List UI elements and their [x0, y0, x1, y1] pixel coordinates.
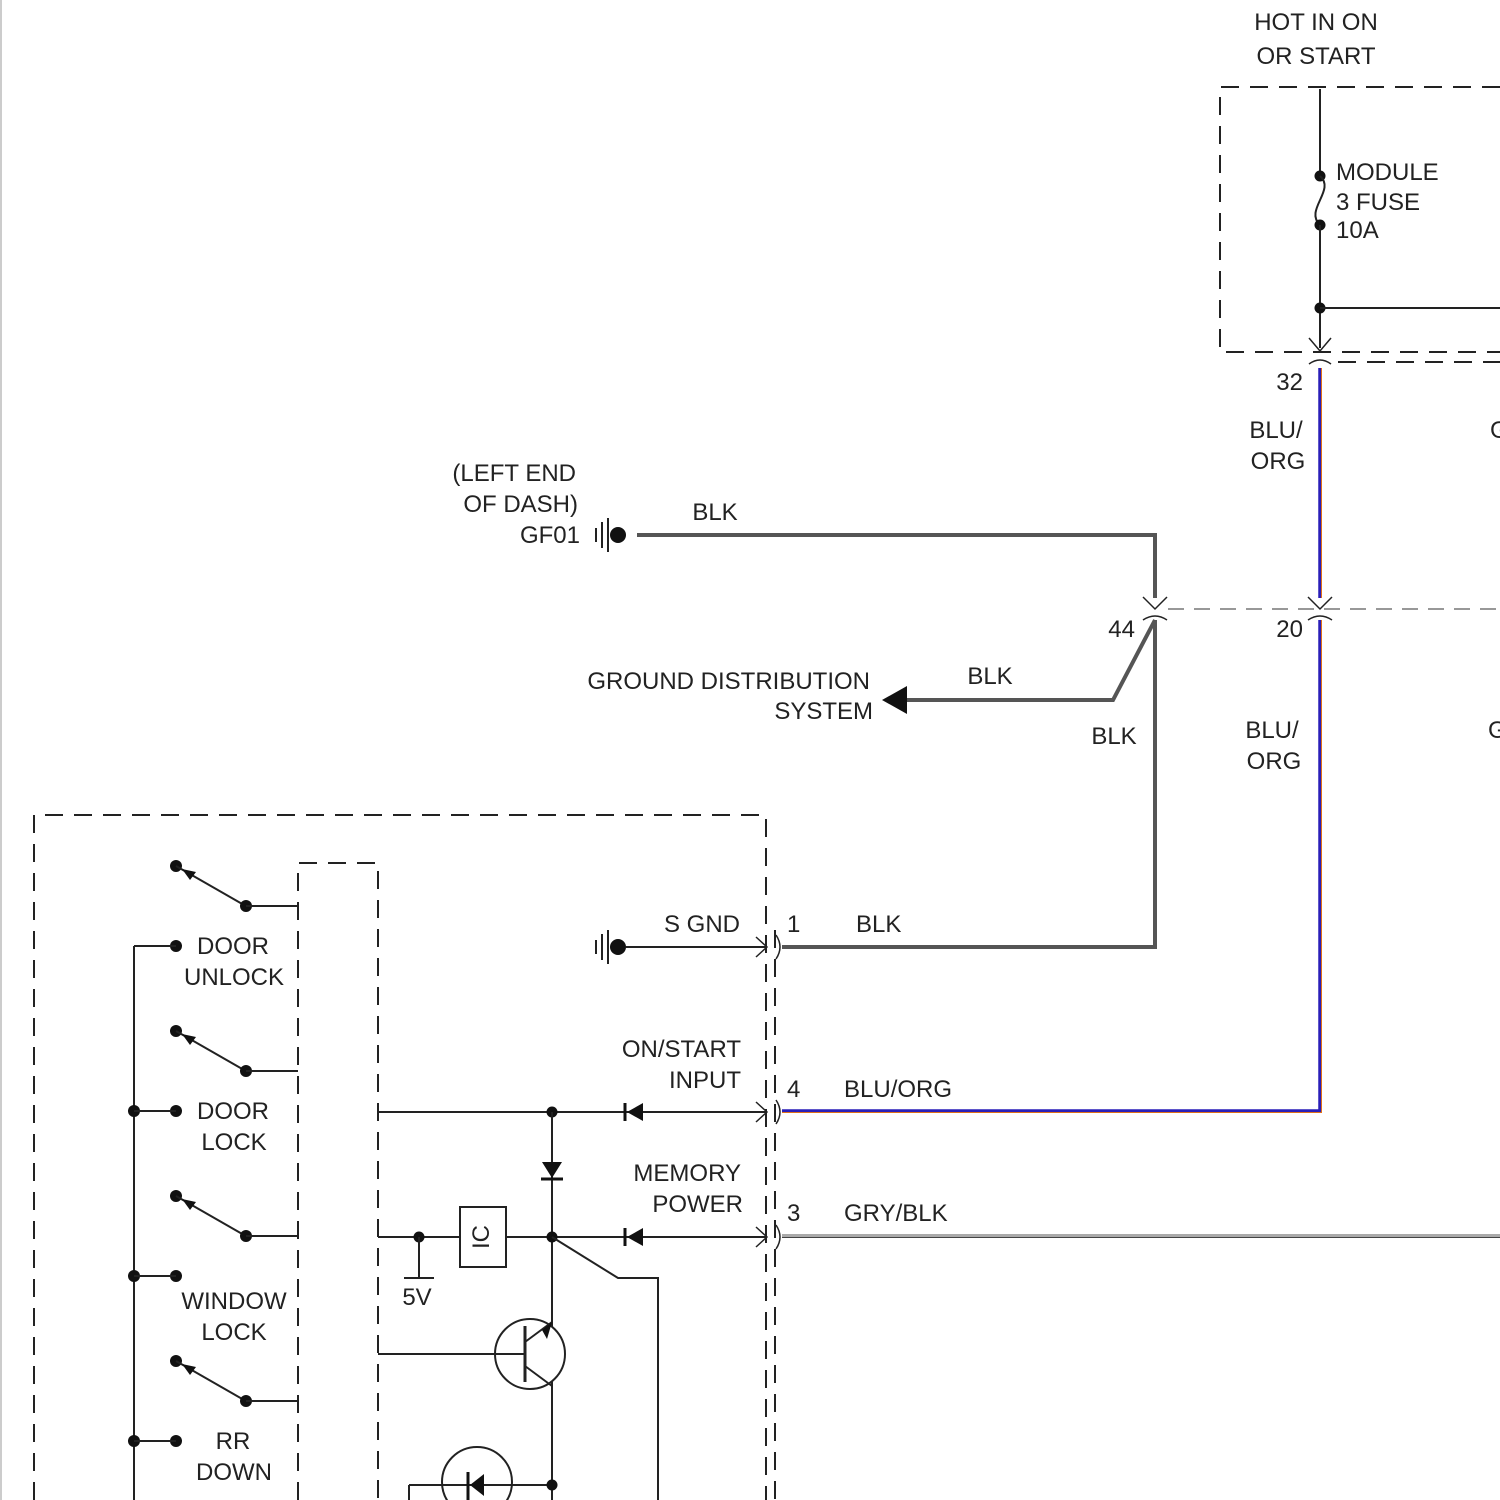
wire-label-blu-org-lower-2: ORG: [1247, 748, 1302, 775]
connector-32-label: 32: [1276, 369, 1303, 396]
fuse-box-header-line2: OR START: [1256, 43, 1375, 70]
component-bottom-icon: [442, 1447, 512, 1500]
ground-distribution-line2: SYSTEM: [774, 698, 873, 725]
wire-blk-gf01: [637, 535, 1155, 598]
switch-door-unlock-label-2: UNLOCK: [184, 964, 284, 991]
module: S GND 1 BLK ON/START INPUT 4 BLU/ORG MEM…: [34, 815, 952, 1500]
wire-label-blk-gnd-dist: BLK: [967, 663, 1012, 690]
ground-gf01: (LEFT END OF DASH) GF01: [452, 460, 626, 552]
switch-rr-down-label-2: DOWN: [196, 1459, 272, 1486]
fuse-element: [1315, 176, 1324, 225]
switch-block-outline: [298, 863, 378, 1500]
fuse-label-line1: MODULE: [1336, 159, 1439, 186]
fuse-label-line3: 10A: [1336, 217, 1379, 244]
wire-label-edge-lower: G: [1488, 717, 1500, 744]
switch-door-lock: DOOR LOCK: [128, 1025, 298, 1156]
switch-door-unlock: DOOR UNLOCK: [134, 860, 298, 991]
ground-distribution-arrow-icon: [882, 686, 907, 714]
ic-label: IC: [468, 1225, 495, 1249]
connector-20-label: 20: [1276, 616, 1303, 643]
ground-id: GF01: [520, 522, 580, 549]
switch-door-unlock-label-1: DOOR: [197, 933, 269, 960]
ground-symbol-icon: [596, 518, 626, 552]
s-gnd-ground-icon: [596, 930, 626, 964]
on-start-label-1: ON/START: [622, 1036, 741, 1063]
diode-memory-icon: [627, 1228, 643, 1246]
fuse-box: HOT IN ON OR START MODULE 3 FUSE 10A: [1220, 9, 1500, 352]
memory-power-label-2: POWER: [652, 1191, 743, 1218]
diode-on-start-icon: [627, 1103, 643, 1121]
wire-label-pin4: BLU/ORG: [844, 1076, 952, 1103]
switch-window-lock-label-2: LOCK: [201, 1319, 266, 1346]
ground-distribution-line1: GROUND DISTRIBUTION: [587, 668, 870, 695]
switch-window-lock-label-1: WINDOW: [181, 1288, 287, 1315]
wire-label-blk-top: BLK: [692, 499, 737, 526]
connector-20: 20: [1276, 597, 1332, 643]
connector-44-label: 44: [1108, 616, 1135, 643]
switch-window-lock: WINDOW LOCK: [128, 1190, 298, 1346]
ground-location-line2: OF DASH): [463, 491, 578, 518]
wire-label-blu-org-upper-1: BLU/: [1249, 417, 1303, 444]
wire-label-pin1: BLK: [856, 911, 901, 938]
wire-label-blu-org-upper-2: ORG: [1251, 448, 1306, 475]
pin-3-label: 3: [787, 1200, 800, 1227]
pin-4-label: 4: [787, 1076, 800, 1103]
pin-1-label: 1: [787, 911, 800, 938]
module-outline: [34, 815, 766, 1500]
switch-door-lock-label-1: DOOR: [197, 1098, 269, 1125]
5v-label: 5V: [402, 1284, 431, 1311]
switch-rr-down: RR DOWN: [128, 1355, 298, 1486]
wire-label-pin3: GRY/BLK: [844, 1200, 948, 1227]
wire-label-blk-vertical: BLK: [1091, 723, 1136, 750]
connector-44: 44: [1108, 597, 1167, 643]
wire-label-blu-org-lower-1: BLU/: [1245, 717, 1299, 744]
connector-32: 32: [1276, 338, 1500, 396]
fuse-label-line2: 3 FUSE: [1336, 189, 1420, 216]
ground-location-line1: (LEFT END: [452, 460, 576, 487]
on-start-label-2: INPUT: [669, 1067, 741, 1094]
wire-label-edge-upper: G: [1490, 417, 1500, 444]
switch-rr-down-label-1: RR: [216, 1428, 251, 1455]
diode-internal-icon: [542, 1162, 562, 1178]
switch-door-lock-label-2: LOCK: [201, 1129, 266, 1156]
fuse-box-header-line1: HOT IN ON: [1254, 9, 1378, 36]
memory-power-label-1: MEMORY: [633, 1160, 741, 1187]
s-gnd-label: S GND: [664, 911, 740, 938]
